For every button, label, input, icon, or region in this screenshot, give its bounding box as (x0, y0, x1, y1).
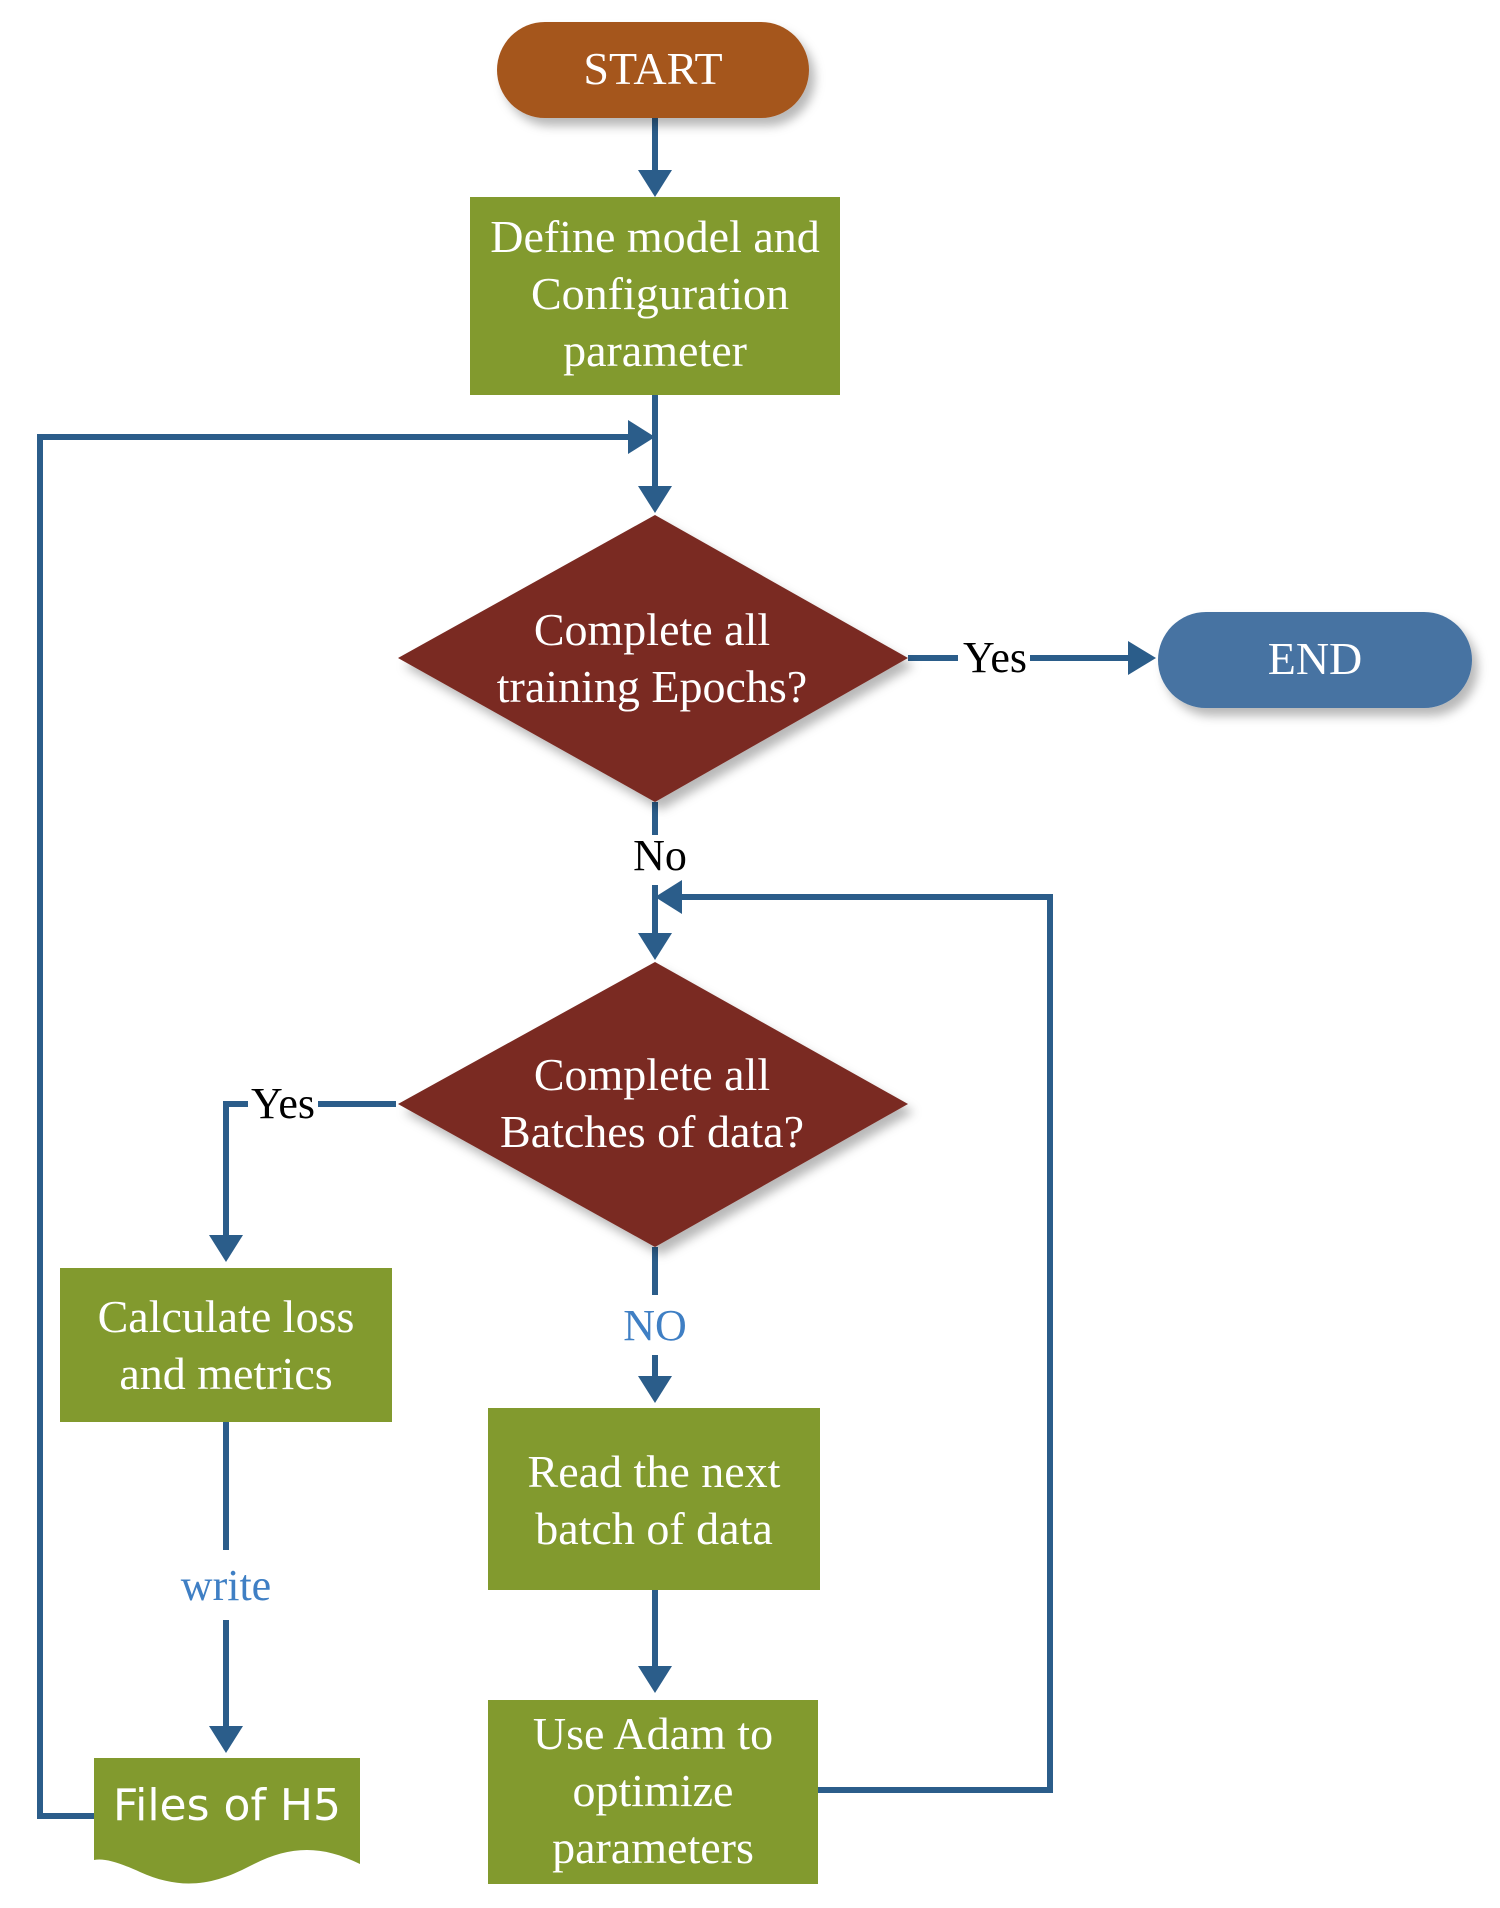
adam-line-3: parameters (552, 1822, 754, 1873)
edge-label-epochs-no: No (633, 831, 687, 880)
calculate-loss-node: Calculate loss and metrics (60, 1268, 392, 1422)
define-model-node: Define model and Configuration parameter (470, 197, 840, 395)
epochs-line-1: Complete all (534, 604, 770, 655)
adam-optimize-box (488, 1700, 818, 1884)
edge-label-epochs-yes: Yes (963, 633, 1027, 682)
arrow-head (638, 170, 672, 197)
batches-decision-node: Complete all Batches of data? (398, 962, 908, 1247)
read-line-2: batch of data (535, 1503, 773, 1554)
edge-label-batches-no: NO (623, 1301, 687, 1350)
batches-decision-diamond (398, 962, 908, 1247)
end-label: END (1268, 633, 1363, 684)
calculate-loss-box (60, 1268, 392, 1422)
connector-files-loop-back (37, 434, 630, 1819)
arrow-head (628, 420, 655, 454)
start-terminal-shape (497, 22, 809, 118)
start-label: START (583, 43, 722, 94)
define-line-3: parameter (563, 325, 747, 376)
end-terminal-shape (1158, 612, 1472, 708)
arrow-head (638, 1376, 672, 1403)
define-model-box (470, 197, 840, 395)
start-node: START (497, 22, 809, 118)
edge-label-batches-yes: Yes (251, 1079, 315, 1128)
calc-line-2: and metrics (119, 1348, 332, 1399)
edge-label-write: write (181, 1561, 271, 1610)
arrow-head (638, 486, 672, 513)
read-batch-node: Read the next batch of data (488, 1408, 820, 1590)
connector-adam-loop-back (680, 894, 1053, 1793)
files-h5-document-shape (94, 1758, 360, 1884)
files-h5-label: Files of H5 (113, 1780, 341, 1831)
define-line-2: Configuration (531, 268, 789, 319)
arrow-head (209, 1235, 243, 1262)
arrow-head (638, 933, 672, 960)
batches-line-2: Batches of data? (500, 1106, 804, 1157)
batches-line-1: Complete all (534, 1049, 770, 1100)
epochs-line-2: training Epochs? (497, 661, 807, 712)
epochs-decision-diamond (398, 515, 908, 802)
end-node: END (1158, 612, 1472, 708)
arrow-head (655, 880, 682, 914)
arrow-head (638, 1666, 672, 1693)
define-line-1: Define model and (490, 211, 820, 262)
read-line-1: Read the next (528, 1446, 781, 1497)
arrow-head (1128, 641, 1156, 675)
files-h5-node: Files of H5 (94, 1758, 360, 1884)
adam-optimize-node: Use Adam to optimize parameters (488, 1700, 818, 1884)
epochs-decision-node: Complete all training Epochs? (398, 515, 908, 802)
adam-line-1: Use Adam to (533, 1708, 773, 1759)
read-batch-box (488, 1408, 820, 1590)
calc-line-1: Calculate loss (98, 1291, 355, 1342)
connector-batches-yes-b (223, 1101, 248, 1237)
arrow-head (209, 1726, 243, 1753)
adam-line-2: optimize (573, 1765, 734, 1816)
